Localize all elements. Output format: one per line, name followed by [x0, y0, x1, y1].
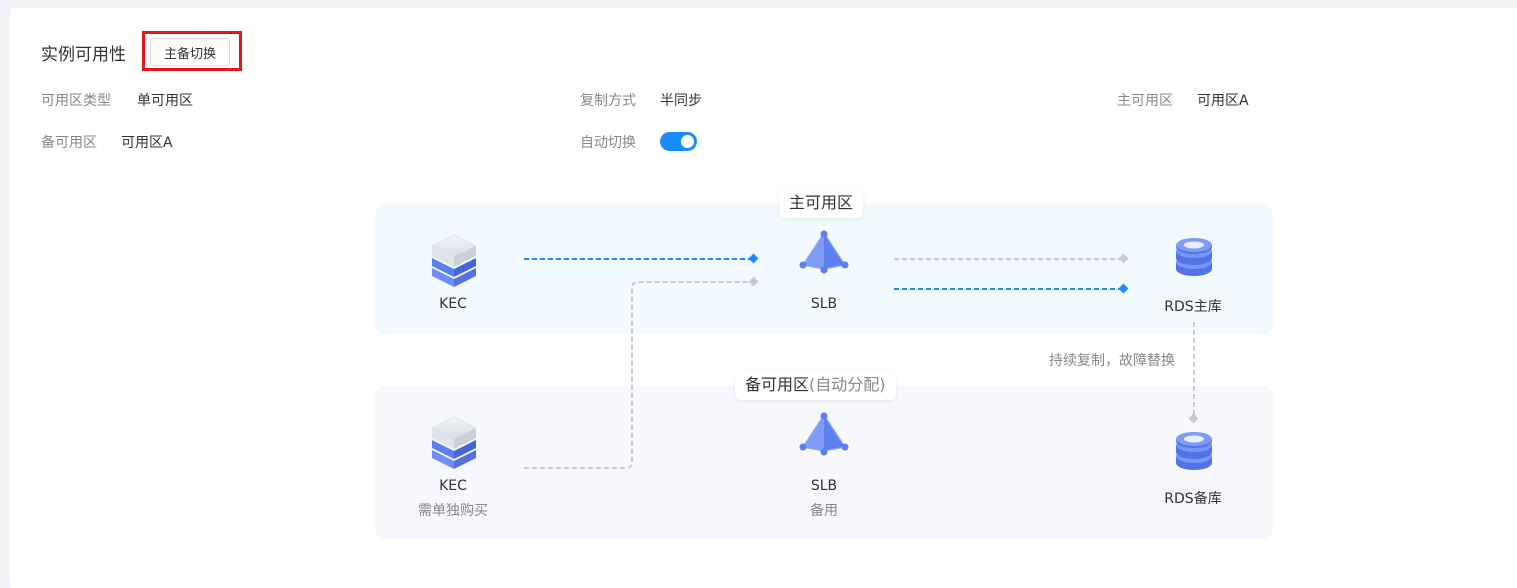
load-balancer-icon	[798, 411, 850, 457]
primary-az-label: 主可用区	[1117, 93, 1173, 109]
database-icon	[1176, 432, 1212, 470]
database-icon	[1176, 238, 1212, 276]
rds-backup-label: RDS备库	[1164, 491, 1222, 507]
replication-note: 持续复制，故障替换	[1049, 353, 1175, 369]
server-icon	[431, 234, 477, 288]
failover-switch-button[interactable]: 主备切换	[150, 38, 230, 66]
slb-backup-label: SLB	[810, 478, 838, 494]
replication-mode-label: 复制方式	[580, 93, 636, 109]
kec-primary-label: KEC	[439, 296, 467, 312]
auto-switch-toggle[interactable]	[660, 132, 697, 151]
kec-backup-label: KEC	[439, 478, 467, 494]
backup-zone-subtitle: (自动分配)	[809, 375, 886, 394]
connection-lines	[431, 229, 1212, 470]
kec-backup-note: 需单独购买	[418, 503, 488, 519]
primary-az-value: 可用区A	[1197, 93, 1249, 109]
slb-primary-label: SLB	[810, 296, 838, 312]
az-type-label: 可用区类型	[41, 93, 111, 109]
backup-zone-panel	[375, 386, 1273, 539]
backup-az-value: 可用区A	[121, 135, 173, 151]
backup-az-label: 备可用区	[41, 135, 97, 151]
toggle-knob	[681, 135, 694, 148]
section-title: 实例可用性	[41, 45, 126, 65]
backup-zone-title: 备可用区(自动分配)	[735, 370, 896, 400]
server-icon	[431, 416, 477, 470]
slb-backup-note: 备用	[810, 503, 838, 519]
az-type-value: 单可用区	[137, 93, 193, 109]
primary-zone-title: 主可用区	[779, 188, 864, 218]
auto-switch-label: 自动切换	[580, 135, 636, 151]
rds-primary-label: RDS主库	[1164, 299, 1222, 315]
replication-mode-value: 半同步	[660, 93, 702, 109]
highlight-box	[142, 31, 242, 71]
load-balancer-icon	[798, 229, 850, 275]
